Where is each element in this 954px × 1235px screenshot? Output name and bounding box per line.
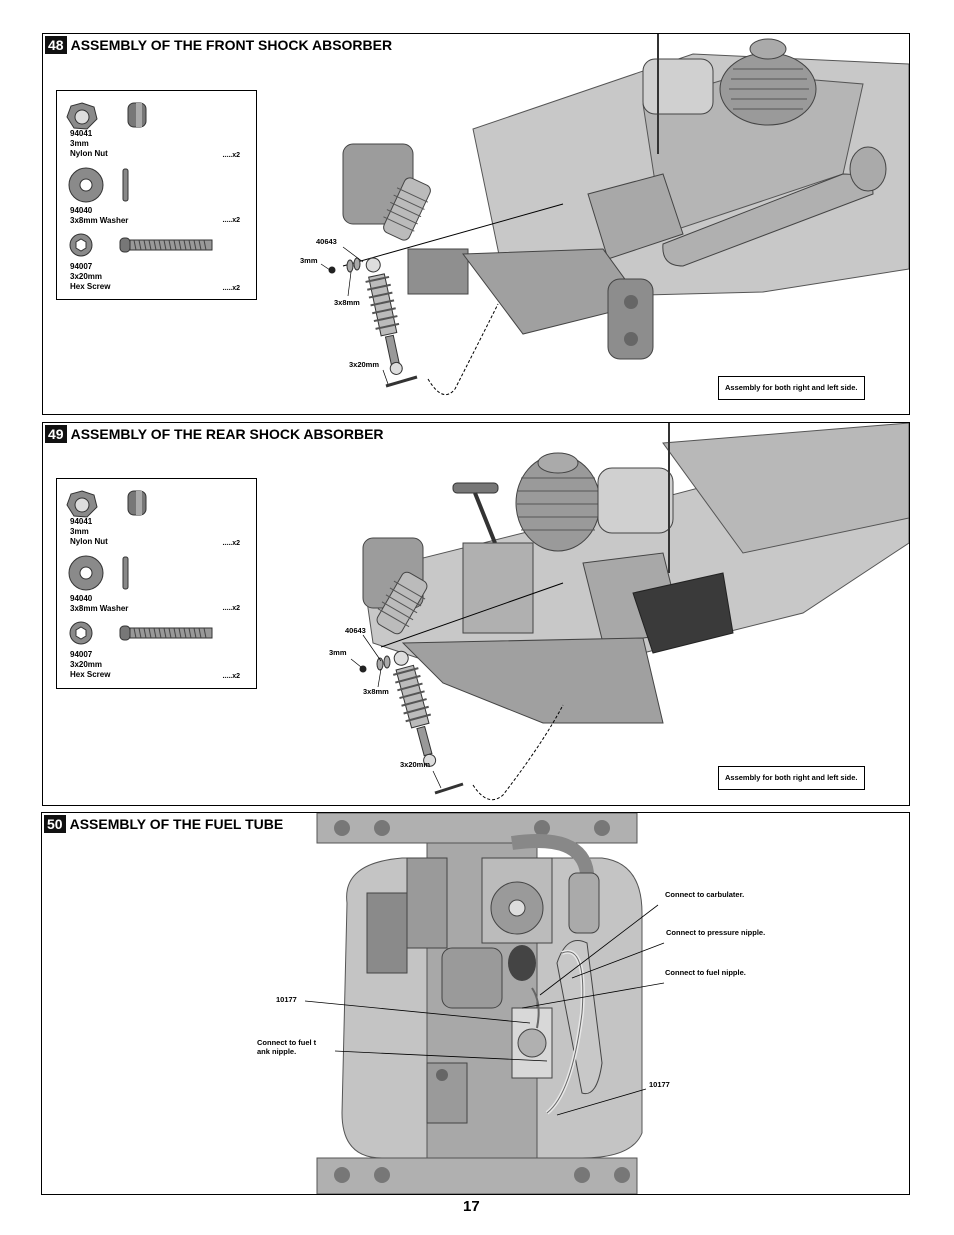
step-49-panel: 49 ASSEMBLY OF THE REAR SHOCK ABSORBER 9… [42, 422, 910, 806]
nylon-nut-icon [66, 490, 147, 518]
callout-washer: 3x8mm [363, 687, 389, 696]
step-title: ASSEMBLY OF THE FRONT SHOCK ABSORBER [70, 37, 393, 53]
step-50-header: 50 ASSEMBLY OF THE FUEL TUBE [44, 815, 284, 833]
callout-carburetor: Connect to carbulater. [665, 890, 745, 899]
part-hex-screw: 94007 3x20mm Hex Screw .....x2 [57, 615, 256, 687]
part-code: 94007 [70, 262, 93, 271]
part-desc: 3x20mm Hex Screw [70, 272, 111, 291]
hex-screw-icon [69, 233, 213, 257]
nylon-nut-icon [66, 102, 147, 130]
part-desc: 3x8mm Washer [70, 604, 129, 613]
washer-icon [68, 555, 129, 591]
part-qty: .....x2 [222, 217, 240, 224]
part-qty: .....x2 [222, 673, 240, 680]
step-48-panel: 48 ASSEMBLY OF THE FRONT SHOCK ABSORBER … [42, 33, 910, 415]
callout-screw: 3x20mm [349, 360, 380, 369]
step-number: 48 [45, 36, 67, 54]
part-qty: .....x2 [222, 605, 240, 612]
callout-part-number: 40643 [316, 237, 337, 246]
rear-chassis-drawing [350, 423, 909, 801]
part-desc: 3mm Nylon Nut [70, 139, 108, 158]
step-number: 49 [45, 425, 67, 443]
page-number: 17 [463, 1198, 480, 1215]
part-code: 94041 [70, 129, 93, 138]
part-qty: .....x2 [222, 285, 240, 292]
callout-tube-part-a: 10177 [276, 995, 297, 1004]
part-code: 94041 [70, 517, 93, 526]
front-chassis-drawing [320, 34, 909, 396]
part-desc: 3x20mm Hex Screw [70, 660, 111, 679]
assembly-note: Assembly for both right and left side. [718, 376, 865, 400]
callout-tube-part-b: 10177 [649, 1080, 670, 1089]
part-nylon-nut: 94041 3mm Nylon Nut .....x2 [57, 479, 256, 549]
callout-nut: 3mm [300, 256, 318, 265]
hex-screw-icon [69, 621, 213, 645]
assembly-note: Assembly for both right and left side. [718, 766, 865, 790]
parts-list: 94041 3mm Nylon Nut .....x2 94040 3x8mm … [56, 90, 257, 300]
step-50-panel: 50 ASSEMBLY OF THE FUEL TUBE Connect to … [41, 812, 910, 1195]
step-49-header: 49 ASSEMBLY OF THE REAR SHOCK ABSORBER [45, 425, 384, 443]
part-desc: 3x8mm Washer [70, 216, 129, 225]
part-code: 94007 [70, 650, 93, 659]
callout-screw: 3x20mm [400, 760, 431, 769]
step-title: ASSEMBLY OF THE REAR SHOCK ABSORBER [70, 426, 384, 442]
callout-tank-nipple: Connect to fuel t ank nipple. [257, 1038, 317, 1056]
washer-icon [68, 167, 129, 203]
part-washer: 94040 3x8mm Washer .....x2 [57, 161, 256, 227]
step-title: ASSEMBLY OF THE FUEL TUBE [69, 816, 284, 832]
step-number: 50 [44, 815, 66, 833]
callout-nut: 3mm [329, 648, 347, 657]
callout-pressure-nipple: Connect to pressure nipple. [666, 928, 766, 937]
part-nylon-nut: 94041 3mm Nylon Nut .....x2 [57, 91, 256, 161]
callout-washer: 3x8mm [334, 298, 360, 307]
fuel-tube-drawing [304, 813, 665, 1194]
part-washer: 94040 3x8mm Washer .....x2 [57, 549, 256, 615]
step-48-header: 48 ASSEMBLY OF THE FRONT SHOCK ABSORBER [45, 36, 392, 54]
part-hex-screw: 94007 3x20mm Hex Screw .....x2 [57, 227, 256, 299]
part-code: 94040 [70, 594, 93, 603]
part-code: 94040 [70, 206, 93, 215]
callout-fuel-nipple: Connect to fuel nipple. [665, 968, 746, 977]
part-qty: .....x2 [222, 540, 240, 547]
part-qty: .....x2 [222, 152, 240, 159]
parts-list: 94041 3mm Nylon Nut .....x2 94040 3x8mm … [56, 478, 257, 689]
callout-part-number: 40643 [345, 626, 366, 635]
part-desc: 3mm Nylon Nut [70, 527, 108, 546]
